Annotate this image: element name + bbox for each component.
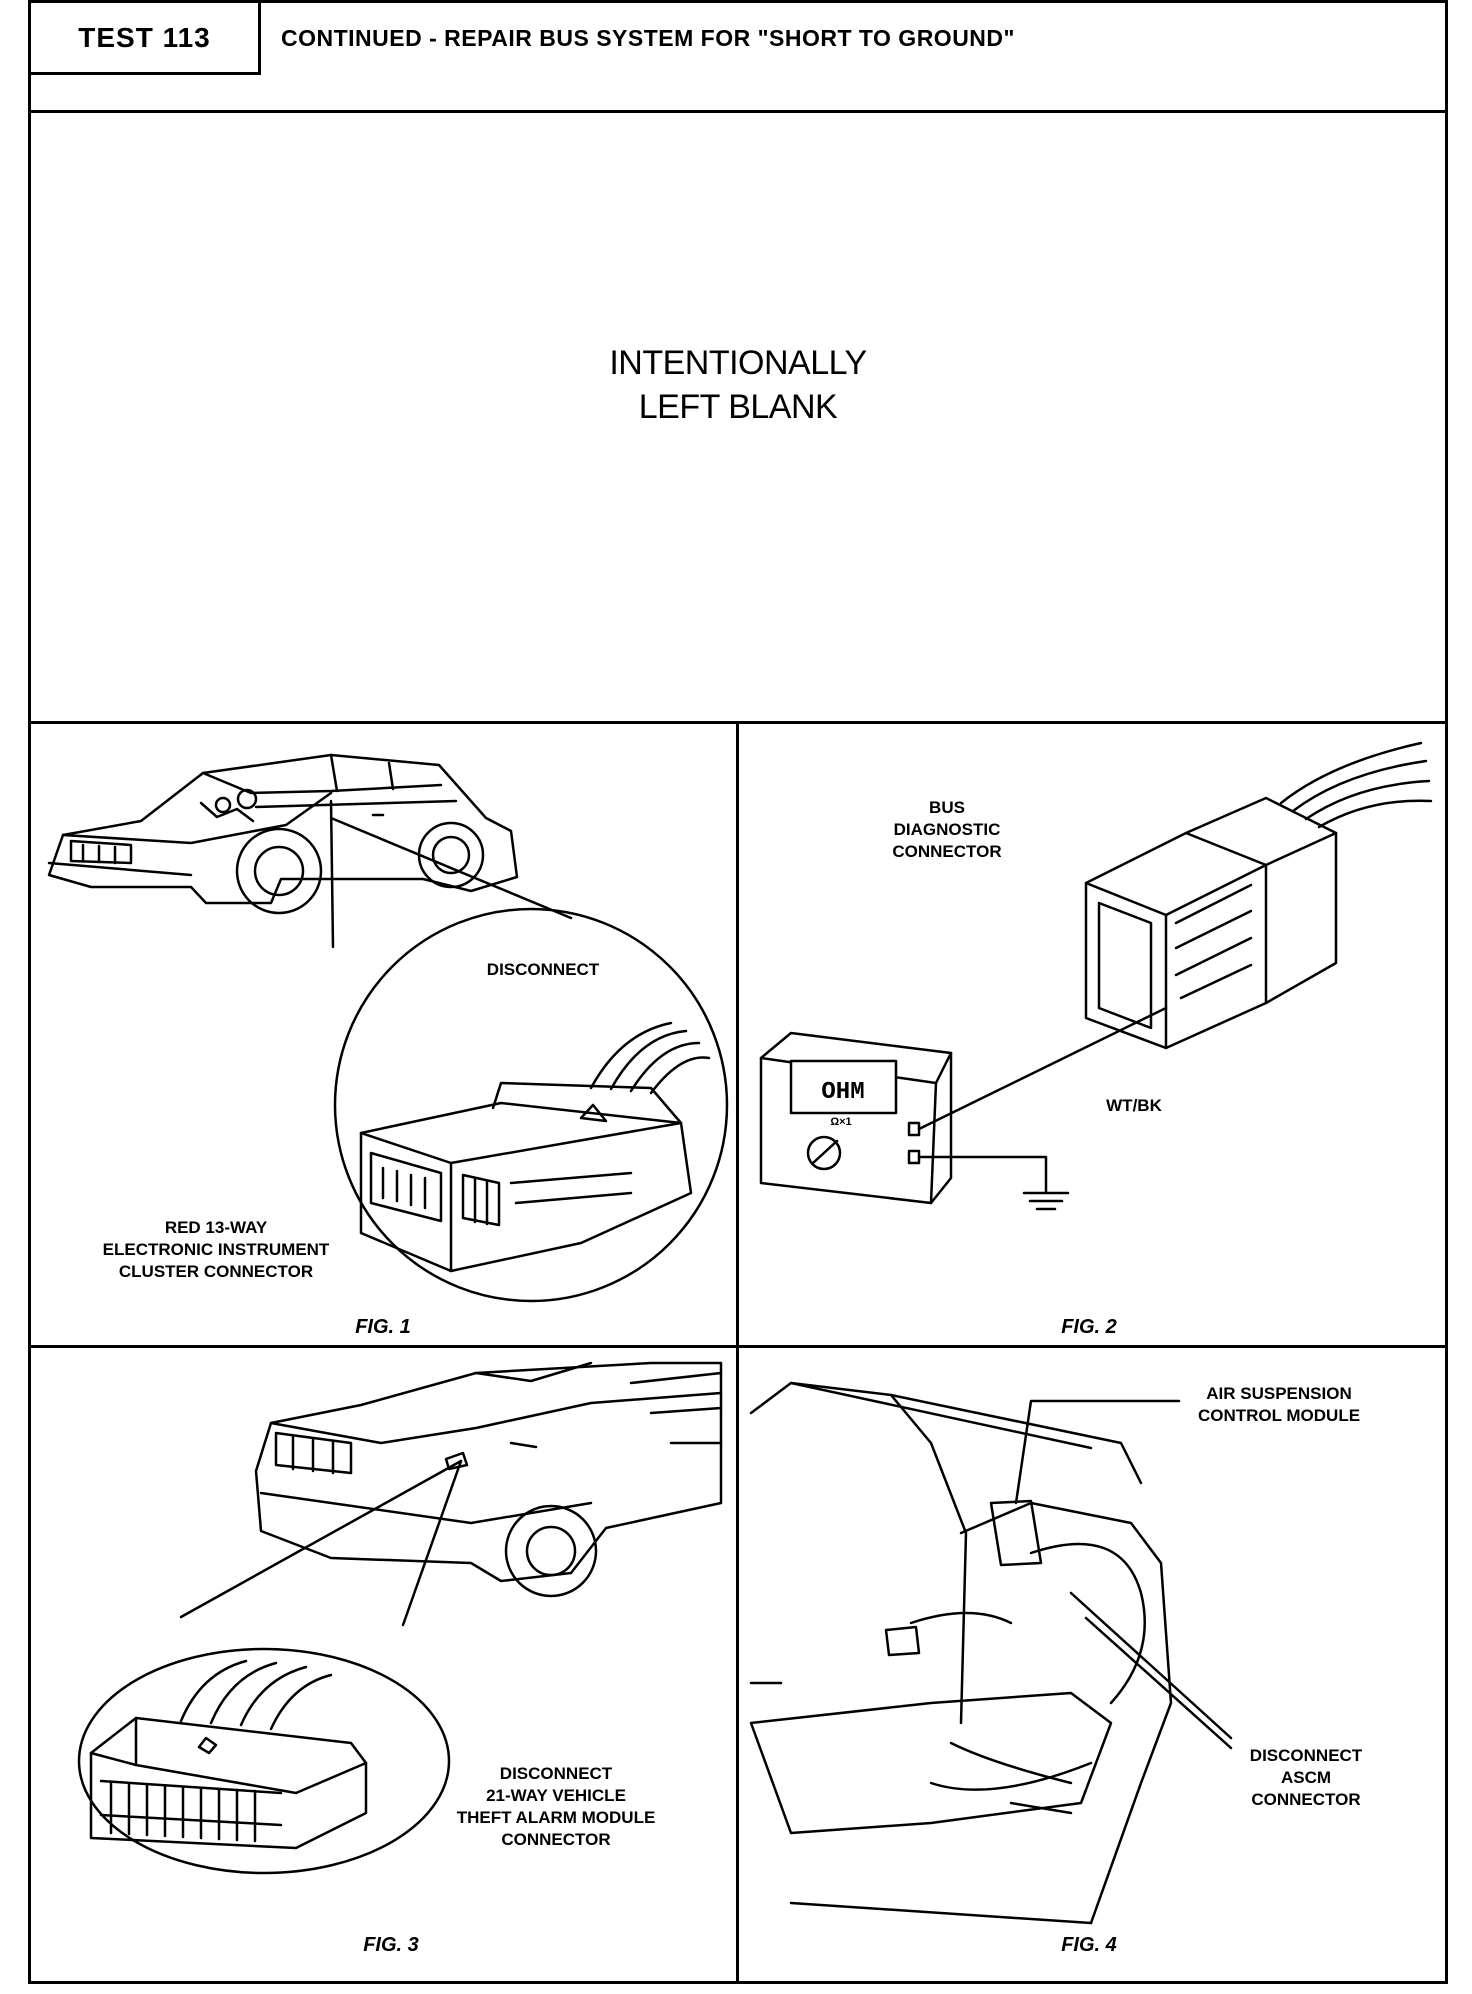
service-manual-page: TEST 113 CONTINUED - REPAIR BUS SYSTEM F… [28, 0, 1448, 1984]
figure-column-divider [736, 721, 739, 1983]
figure-illustrations: DISCONNECT RED 13-WAY ELECTRONIC INSTRUM… [47, 741, 1433, 1956]
blank-notice-line-2: LEFT BLANK [638, 388, 838, 426]
fig4-module-label-line-2: CONTROL MODULE [1198, 1406, 1360, 1425]
fig4-labels: AIR SUSPENSION CONTROL MODULE DISCONNECT… [1061, 1384, 1363, 1956]
fig1-car-illustration [47, 753, 519, 915]
fig4-connector-label-line-3: CONNECTOR [1251, 1790, 1360, 1809]
fig4-connector-label-line-1: DISCONNECT [1250, 1746, 1363, 1765]
fig3-leader-lines [179, 1459, 463, 1627]
fig3-connector-label-line-4: CONNECTOR [501, 1830, 610, 1849]
fig2-wire-label: WT/BK [1106, 1096, 1162, 1115]
fig3-car-illustration [254, 1361, 723, 1598]
blank-notice-line-1: INTENTIONALLY [609, 344, 867, 382]
fig3-caption: FIG. 3 [363, 1934, 419, 1956]
fig2-meter-display: OHM [821, 1079, 864, 1106]
blank-section: INTENTIONALLY LEFT BLANK [31, 113, 1445, 721]
test-header: TEST 113 CONTINUED - REPAIR BUS SYSTEM F… [31, 3, 1445, 113]
fig3-connector-label-line-2: 21-WAY VEHICLE [486, 1786, 626, 1805]
fig4-module-label-line-1: AIR SUSPENSION [1206, 1384, 1351, 1403]
fig2-multimeter [759, 1031, 953, 1205]
fig2-connector-illustration [1084, 741, 1433, 1050]
fig2-labels: BUS DIAGNOSTIC CONNECTOR OHM Ω×1 WT/BK F… [821, 798, 1162, 1338]
fig3-connector-label-line-3: THEFT ALARM MODULE [457, 1808, 656, 1827]
test-title: CONTINUED - REPAIR BUS SYSTEM FOR "SHORT… [281, 25, 1015, 51]
fig2-connector-label-line-3: CONNECTOR [892, 842, 1001, 861]
fig2-connector-label-line-2: DIAGNOSTIC [894, 820, 1001, 839]
fig4-caption: FIG. 4 [1061, 1934, 1117, 1956]
fig4-leader-lines [1014, 1399, 1233, 1750]
fig1-connector-label-line-2: ELECTRONIC INSTRUMENT [103, 1240, 330, 1259]
fig1-disconnect-label: DISCONNECT [487, 960, 600, 979]
fig3-connector-illustration [77, 1647, 451, 1875]
fig1-labels: DISCONNECT RED 13-WAY ELECTRONIC INSTRUM… [103, 960, 600, 1338]
fig1-connector-label-line-3: CLUSTER CONNECTOR [119, 1262, 313, 1281]
fig1-leader-lines [329, 799, 573, 949]
fig2-test-leads [917, 1006, 1168, 1211]
fig3-connector-label-line-1: DISCONNECT [500, 1764, 613, 1783]
fig1-caption: FIG. 1 [355, 1316, 411, 1338]
test-number: TEST 113 [31, 3, 261, 75]
fig4-trunk-illustration [749, 1381, 1173, 1925]
fig1-connector-label-line-1: RED 13-WAY [165, 1218, 268, 1237]
fig2-connector-label-line-1: BUS [929, 798, 965, 817]
fig2-meter-range: Ω×1 [830, 1116, 851, 1128]
fig3-labels: DISCONNECT 21-WAY VEHICLE THEFT ALARM MO… [363, 1764, 655, 1956]
fig1-connector-illustration [333, 907, 729, 1303]
fig2-caption: FIG. 2 [1061, 1316, 1117, 1338]
fig4-connector-label-line-2: ASCM [1281, 1768, 1331, 1787]
